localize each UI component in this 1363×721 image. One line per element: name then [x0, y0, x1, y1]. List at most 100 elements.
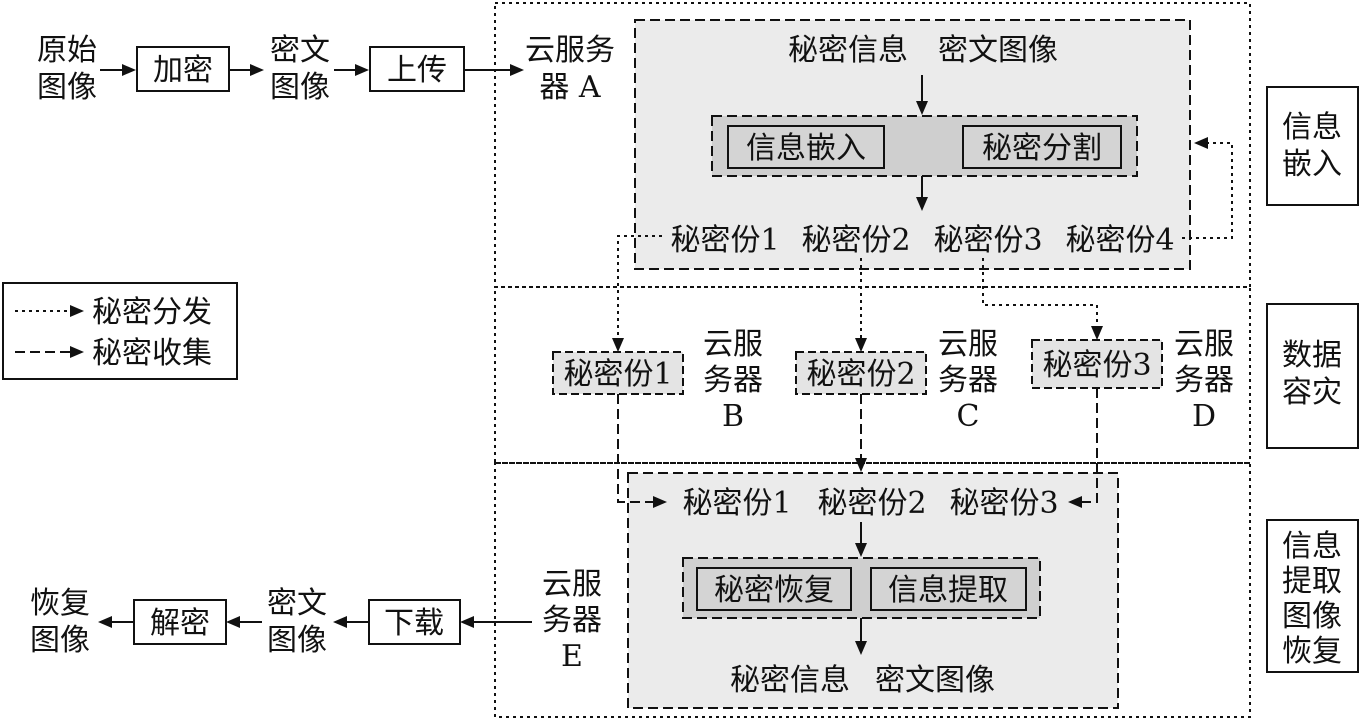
encrypt-label: 加密 — [153, 53, 213, 88]
extract-cipher-image-label: 密文图像 — [875, 663, 995, 698]
info-extract-label: 信息提取 — [888, 573, 1008, 608]
recovered-image-label-1: 恢复 — [30, 586, 90, 621]
download-label: 下载 — [384, 606, 444, 641]
distribute-share3-line — [982, 258, 1098, 328]
decrypt-box — [133, 599, 227, 645]
side-extract-box — [1266, 519, 1359, 673]
embed-region-frame — [494, 2, 1251, 288]
embed-share-2: 秘密份2 — [801, 223, 910, 258]
side-disaster-label-1: 数据 — [1282, 338, 1342, 373]
embed-share-4: 秘密份4 — [1065, 223, 1174, 258]
secret-split-box — [962, 125, 1122, 169]
secret-split-label: 秘密分割 — [982, 131, 1102, 166]
cloud-e-label-3: E — [561, 639, 583, 674]
secret-recover-box — [696, 567, 852, 611]
info-embed-label: 信息嵌入 — [746, 131, 866, 166]
cloud-a-label-2: 器 A — [539, 70, 601, 105]
distribute-share1-arrowhead — [612, 338, 624, 352]
side-labels: 信息 嵌入 数据 容灾 信息 提取 图像 恢复 — [1266, 86, 1359, 673]
secret-info-label: 秘密信息 — [788, 33, 908, 68]
server-d-share-box — [1031, 339, 1163, 389]
server-b-share: 秘密份1 — [563, 357, 672, 392]
embed-region: 秘密信息 密文图像 信息嵌入 秘密分割 秘密份1 秘密份2 秘密份3 秘密份4 — [634, 19, 1191, 270]
collect-share2-arrowhead — [855, 458, 867, 472]
cloud-a-label-1: 云服务 — [525, 33, 615, 68]
side-disaster-box — [1266, 303, 1359, 449]
legend-arrowhead — [70, 346, 84, 358]
arrow-head — [226, 616, 240, 628]
arrow-head — [460, 616, 474, 628]
bottom-flow: 云服 务器 E 下载 密文 图像 解密 恢复 图像 — [30, 567, 602, 674]
collect-share1-arrowhead — [653, 496, 667, 508]
server-b-name-1: 云服 — [703, 327, 763, 362]
decrypt-label: 解密 — [150, 606, 210, 641]
disaster-region: 秘密份1 云服 务器 B 秘密份2 云服 务器 C 秘密份3 云服 务器 D — [552, 327, 1234, 434]
side-extract-label-3: 图像 — [1282, 599, 1342, 634]
side-embed-label-1: 信息 — [1282, 110, 1342, 145]
bottom-cipher-image-label-1: 密文 — [267, 586, 327, 621]
disaster-region-frame — [494, 286, 1251, 464]
embed-share-3: 秘密份3 — [933, 223, 1042, 258]
server-c-name-1: 云服 — [938, 327, 998, 362]
extract-share-3: 秘密份3 — [949, 486, 1058, 521]
top-flow: 原始 图像 加密 密文 图像 上传 云服务 器 A — [37, 33, 615, 105]
secret-recover-label: 秘密恢复 — [714, 573, 834, 608]
embed-share-1: 秘密份1 — [670, 223, 779, 258]
encrypt-box — [136, 46, 230, 92]
info-extract-box — [870, 567, 1027, 611]
distribute-share2-arrowhead — [855, 338, 867, 352]
bottom-cipher-image-label-2: 图像 — [267, 623, 327, 658]
original-image-label-2: 图像 — [37, 70, 97, 105]
side-disaster-label-2: 容灾 — [1282, 375, 1342, 410]
collect-share3-line — [1082, 388, 1098, 503]
side-embed-label-2: 嵌入 — [1282, 147, 1342, 182]
upload-label: 上传 — [387, 53, 447, 88]
side-extract-label-2: 提取 — [1282, 564, 1342, 599]
side-extract-label-1: 信息 — [1282, 529, 1342, 564]
legend-collect-label: 秘密收集 — [92, 336, 212, 371]
server-d-name-2: 务器 — [1174, 363, 1234, 398]
recovered-image-label-2: 图像 — [30, 623, 90, 658]
server-b-name-2: 务器 — [703, 363, 763, 398]
arrow-head — [855, 641, 867, 655]
arrow-head — [333, 616, 347, 628]
legend: 秘密分发 秘密收集 — [2, 282, 238, 380]
extract-secret-info-label: 秘密信息 — [730, 663, 850, 698]
arrow-head — [855, 543, 867, 557]
server-c-name-3: C — [957, 399, 980, 434]
arrow-head — [916, 197, 928, 211]
download-box — [368, 599, 461, 645]
info-embed-box — [727, 125, 885, 169]
arrow-head — [510, 64, 524, 76]
legend-distribute-label: 秘密分发 — [92, 295, 212, 330]
server-b-share-box — [552, 351, 684, 395]
server-d-share: 秘密份3 — [1042, 348, 1151, 383]
arrow-head — [355, 64, 369, 76]
upload-box — [369, 46, 465, 92]
extract-share-1: 秘密份1 — [682, 486, 791, 521]
cipher-image-label-1: 密文 — [270, 33, 330, 68]
side-embed-box — [1266, 86, 1359, 206]
server-c-share-box — [795, 351, 927, 395]
share4-loop-arrowhead — [1194, 137, 1208, 149]
arrow-head — [122, 64, 136, 76]
server-c-name-2: 务器 — [938, 363, 998, 398]
collect-share3-arrowhead — [1068, 496, 1082, 508]
legend-arrowhead — [70, 305, 84, 317]
cipher-image-label: 密文图像 — [938, 33, 1058, 68]
collect-share1-line — [617, 394, 655, 503]
server-d-name-3: D — [1192, 399, 1216, 434]
cipher-image-label-2: 图像 — [270, 70, 330, 105]
server-d-name-1: 云服 — [1174, 327, 1234, 362]
cloud-e-label-2: 务器 — [542, 603, 602, 638]
legend-box — [2, 282, 238, 380]
extract-share-2: 秘密份2 — [817, 486, 926, 521]
original-image-label-1: 原始 — [37, 33, 97, 68]
distribute-share3-arrowhead — [1091, 326, 1103, 340]
side-extract-label-4: 恢复 — [1282, 634, 1342, 669]
extract-region: 秘密份1 秘密份2 秘密份3 秘密恢复 信息提取 秘密信息 密文图像 — [627, 472, 1119, 709]
arrow-head — [916, 101, 928, 115]
distribute-share1-line — [617, 235, 662, 340]
arrow-head — [250, 64, 264, 76]
